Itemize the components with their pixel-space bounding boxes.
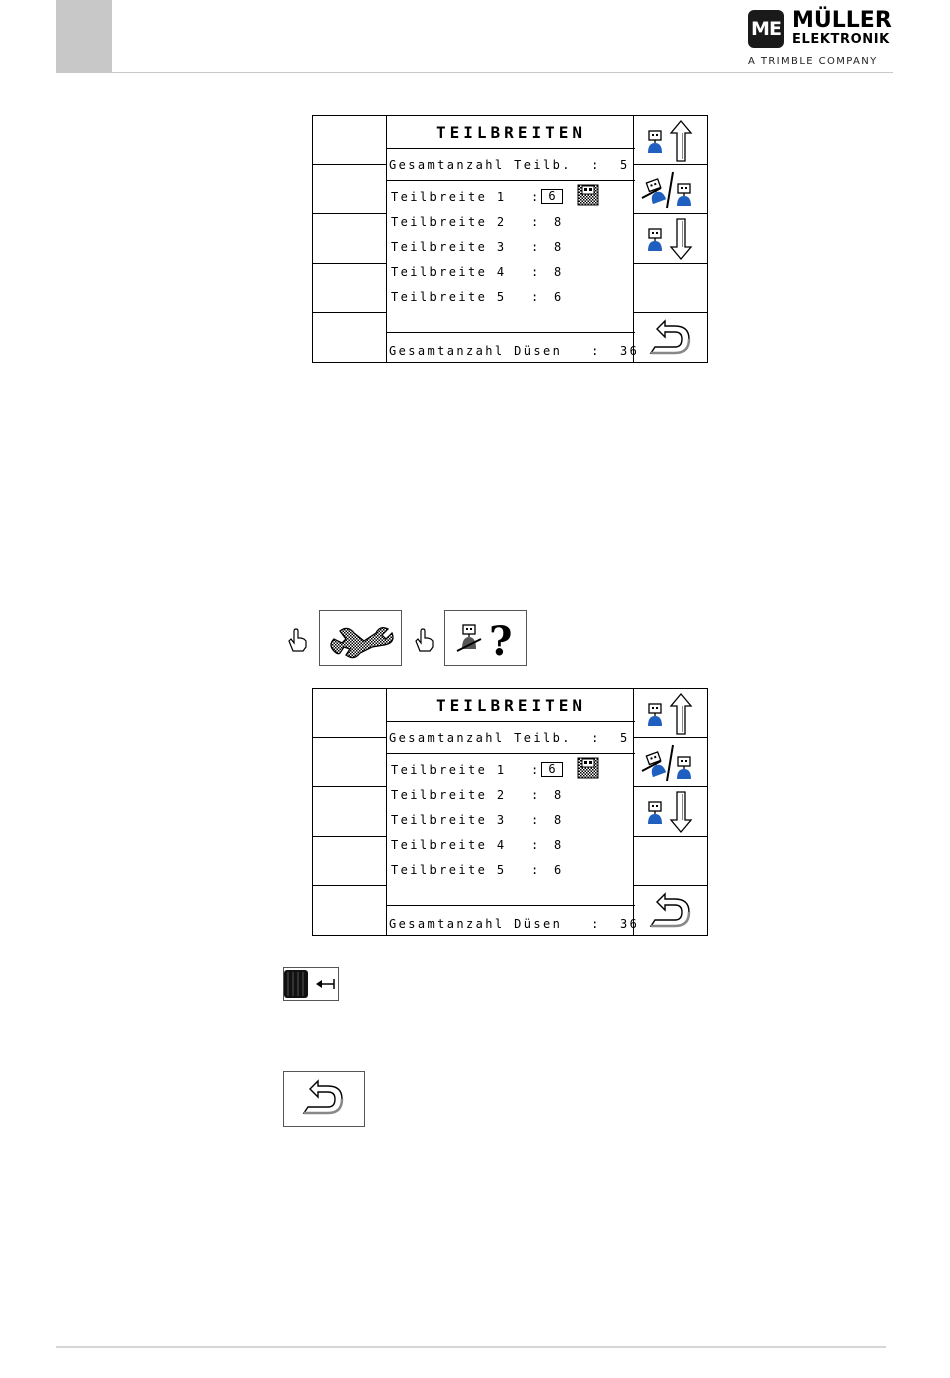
save-disk-icon[interactable] <box>577 757 599 779</box>
section-row-value: 8 <box>554 838 564 852</box>
section-row-sep: : <box>531 863 541 877</box>
section-row-sep: : <box>531 290 541 304</box>
section-row-label: Teilbreite 1 <box>391 763 507 777</box>
softkey-person-down[interactable] <box>634 787 707 837</box>
brand-tagline: A TRIMBLE COMPANY <box>748 56 878 67</box>
svg-text:?: ? <box>489 618 512 665</box>
section-row-label: Teilbreite 1 <box>391 190 507 204</box>
header-rule <box>56 72 893 73</box>
section-row-sep: : <box>531 838 541 852</box>
total-nozzles-bar: Gesamtanzahl Düsen : 36 <box>387 905 637 936</box>
softkey-person-down[interactable] <box>634 214 707 264</box>
section-row-sep: : <box>531 265 541 279</box>
section-row-value: 8 <box>554 265 564 279</box>
total-sections-bar: Gesamtanzahl Teilb. : 5 <box>387 722 635 754</box>
left-softkey-3[interactable] <box>313 787 386 837</box>
section-value-input[interactable]: 6 <box>541 189 563 204</box>
rotary-knob-press-icon <box>284 970 335 998</box>
left-softkey-5[interactable] <box>313 313 386 362</box>
registered-mark: ® <box>876 10 883 18</box>
return-icon <box>649 892 691 928</box>
person-down-arrow-icon <box>647 791 692 834</box>
total-nozzles-label: Gesamtanzahl Düsen : 36 <box>389 917 640 931</box>
section-value-input[interactable]: 6 <box>541 762 563 777</box>
person-down-arrow-icon <box>647 218 692 261</box>
terminal-screen-1: TEILBREITEN Gesamtanzahl Teilb. : 5 Teil… <box>312 115 708 363</box>
section-row-label: Teilbreite 2 <box>391 215 507 229</box>
wrench-icon <box>330 627 394 659</box>
softkey-person-switch[interactable] <box>634 165 707 215</box>
section-row-sep: : <box>531 813 541 827</box>
softkey-return[interactable] <box>634 313 707 362</box>
section-row-label: Teilbreite 2 <box>391 788 507 802</box>
section-row-value: 8 <box>554 813 564 827</box>
section-row-label: Teilbreite 3 <box>391 240 507 254</box>
section-row-sep: : <box>531 215 541 229</box>
chapter-tab <box>56 0 112 72</box>
left-softkey-2[interactable] <box>313 165 386 215</box>
section-config-help-button[interactable]: ? <box>444 610 527 666</box>
left-softkey-1[interactable] <box>313 689 386 739</box>
pointing-hand-icon <box>415 628 434 652</box>
section-row-sep: : <box>531 190 541 204</box>
section-row-sep: : <box>531 763 541 777</box>
section-row-value: 8 <box>554 788 564 802</box>
section-row-value: 8 <box>554 240 564 254</box>
person-up-arrow-icon <box>647 693 692 735</box>
left-softkey-1[interactable] <box>313 116 386 166</box>
person-switch-icon <box>641 172 692 209</box>
left-softkey-5[interactable] <box>313 886 386 935</box>
section-row-value: 6 <box>554 863 564 877</box>
section-row-label: Teilbreite 5 <box>391 290 507 304</box>
softkey-empty[interactable] <box>634 837 707 886</box>
section-row-label: Teilbreite 4 <box>391 838 507 852</box>
left-softkey-2[interactable] <box>313 738 386 788</box>
softkey-person-switch[interactable] <box>634 738 707 788</box>
person-up-arrow-icon <box>647 120 692 162</box>
section-row-label: Teilbreite 5 <box>391 863 507 877</box>
brand-logo-mark: ME <box>748 10 784 48</box>
left-softkey-3[interactable] <box>313 214 386 264</box>
section-row-value: 6 <box>554 290 564 304</box>
total-sections-label: Gesamtanzahl Teilb. : 5 <box>389 158 630 172</box>
left-softkey-column <box>313 116 387 362</box>
brand-name-line1: MÜLLER <box>792 8 892 33</box>
softkey-person-up[interactable] <box>634 116 707 166</box>
return-icon <box>649 319 691 355</box>
left-softkey-4[interactable] <box>313 264 386 313</box>
left-softkey-column <box>313 689 387 935</box>
screen-title: TEILBREITEN <box>387 689 635 722</box>
terminal-screen-2: TEILBREITEN Gesamtanzahl Teilb. : 5 Teil… <box>312 688 708 936</box>
pointing-hand-icon <box>288 628 307 652</box>
return-button[interactable] <box>283 1071 365 1127</box>
save-disk-icon[interactable] <box>577 184 599 206</box>
total-sections-label: Gesamtanzahl Teilb. : 5 <box>389 731 630 745</box>
section-row-label: Teilbreite 4 <box>391 265 507 279</box>
person-question-icon: ? <box>456 618 512 665</box>
settings-wrench-button[interactable] <box>319 610 402 666</box>
person-switch-icon <box>641 745 692 782</box>
softkey-empty[interactable] <box>634 264 707 313</box>
total-sections-bar: Gesamtanzahl Teilb. : 5 <box>387 149 635 181</box>
return-icon <box>302 1079 344 1115</box>
section-row-sep: : <box>531 240 541 254</box>
right-softkey-column <box>633 116 707 362</box>
footer-rule <box>56 1346 886 1348</box>
right-softkey-column <box>633 689 707 935</box>
total-nozzles-bar: Gesamtanzahl Düsen : 36 <box>387 332 637 363</box>
softkey-person-up[interactable] <box>634 689 707 739</box>
section-row-label: Teilbreite 3 <box>391 813 507 827</box>
rotary-knob-button[interactable] <box>283 967 339 1001</box>
screen-title: TEILBREITEN <box>387 116 635 149</box>
brand-name-line2: ELEKTRONIK <box>792 32 890 47</box>
left-softkey-4[interactable] <box>313 837 386 886</box>
section-row-value: 8 <box>554 215 564 229</box>
total-nozzles-label: Gesamtanzahl Düsen : 36 <box>389 344 640 358</box>
softkey-return[interactable] <box>634 886 707 935</box>
section-row-sep: : <box>531 788 541 802</box>
